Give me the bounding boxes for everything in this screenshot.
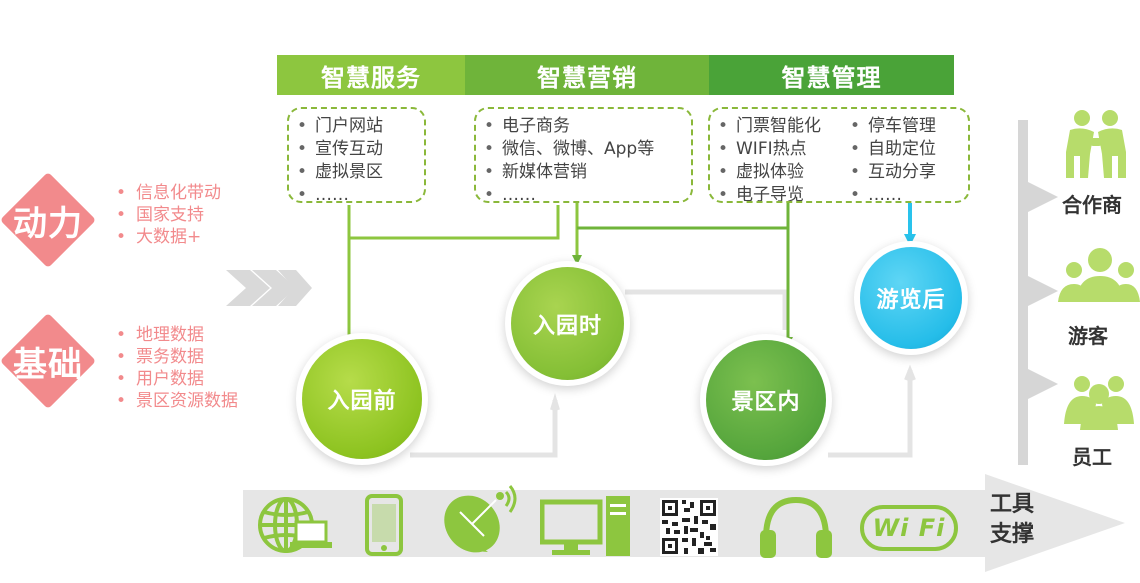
globe-laptop-icon	[258, 497, 332, 553]
partner-label: 合作商	[1062, 193, 1122, 217]
tools-label-line2: 支撑	[990, 522, 1035, 547]
service-items-box: 门户网站 宣传互动 虚拟景区 ……	[287, 107, 426, 203]
management-item: 互动分享	[842, 161, 936, 184]
management-item: 自助定位	[842, 138, 936, 161]
wifi-text: Wi Fi	[872, 514, 946, 542]
chevron-arrows	[226, 270, 312, 306]
headphones-icon	[760, 496, 832, 558]
service-item: 虚拟景区	[289, 161, 424, 184]
management-item: WIFI热点	[710, 138, 821, 161]
stage-inside-circle: 景区内	[706, 340, 826, 460]
stage-before-circle: 入园前	[302, 339, 422, 459]
power-diamond: 动力	[0, 171, 97, 269]
phone-icon	[365, 494, 403, 556]
marketing-item-text: 新媒体营销	[502, 162, 587, 182]
header-smart-management: 智慧管理	[709, 55, 954, 95]
wifi-icon: Wi Fi	[860, 505, 958, 551]
service-item: 门户网站	[289, 115, 424, 138]
visitor-label: 游客	[1068, 324, 1108, 348]
base-list: 地理数据 票务数据 用户数据 景区资源数据	[112, 324, 238, 412]
base-item: 票务数据	[112, 346, 238, 368]
marketing-item: ……	[476, 184, 691, 201]
header-smart-marketing: 智慧营销	[465, 55, 709, 95]
marketing-item: 新媒体营销	[476, 161, 691, 184]
base-title: 基础	[13, 344, 83, 385]
stage-entering-circle: 入园时	[511, 267, 624, 380]
stage-after-label: 游览后	[876, 288, 946, 313]
stage-entering-label: 入园时	[532, 313, 602, 339]
service-item: ……	[289, 184, 424, 201]
right-divider	[1018, 120, 1028, 465]
marketing-items-box: 电子商务 微信、微博、App等 新媒体营销 ……	[474, 107, 693, 203]
stage-inside-label: 景区内	[731, 390, 801, 415]
staff-label: 员工	[1072, 445, 1112, 469]
power-item: 信息化带动	[112, 182, 221, 204]
marketing-item: 微信、微博、App等	[476, 138, 691, 161]
marketing-item: 电子商务	[476, 115, 691, 138]
service-item: 宣传互动	[289, 138, 424, 161]
tools-support-label: 工具 支撑	[990, 490, 1034, 550]
power-title: 动力	[13, 203, 83, 244]
desktop-computer-icon	[540, 496, 630, 556]
power-item: 大数据+	[112, 226, 221, 248]
partner-icon	[1066, 110, 1126, 178]
qr-code-icon	[660, 498, 718, 556]
management-item: 虚拟体验	[710, 161, 821, 184]
tools-label-line1: 工具	[990, 492, 1035, 517]
satellite-dish-icon	[444, 485, 517, 553]
management-items-box: 门票智能化 WIFI热点 虚拟体验 电子导览 停车管理 自助定位 互动分享 ……	[708, 107, 970, 203]
base-item: 景区资源数据	[112, 390, 238, 412]
management-item: 门票智能化	[710, 115, 821, 138]
base-item: 地理数据	[112, 324, 238, 346]
power-item: 国家支持	[112, 204, 221, 226]
stage-after-circle: 游览后	[860, 247, 962, 349]
base-diamond: 基础	[0, 312, 97, 410]
power-list: 信息化带动 国家支持 大数据+	[112, 182, 221, 248]
management-item: 停车管理	[842, 115, 936, 138]
management-item: 电子导览	[710, 184, 821, 201]
stage-before-label: 入园前	[327, 389, 397, 414]
header-smart-service: 智慧服务	[277, 55, 465, 95]
visitor-icon	[1058, 248, 1140, 302]
staff-icon	[1064, 376, 1134, 430]
base-item: 用户数据	[112, 368, 238, 390]
management-item: ……	[842, 184, 936, 201]
